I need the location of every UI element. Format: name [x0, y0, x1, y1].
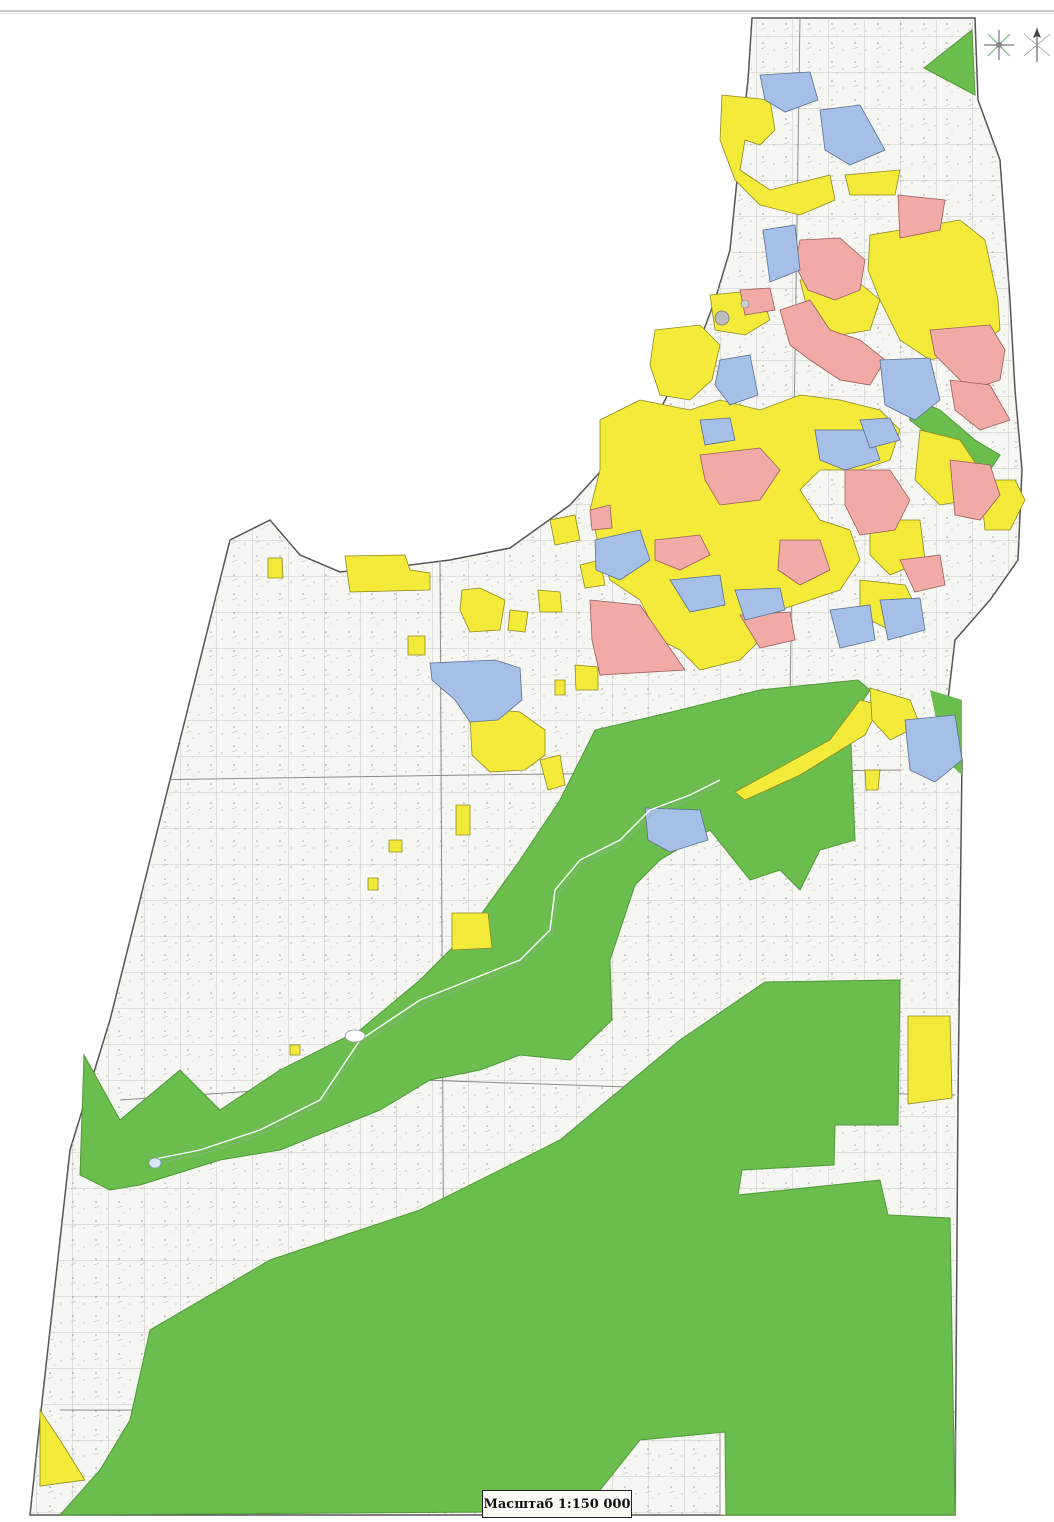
compass-rose-icon	[984, 30, 1014, 60]
settlement-marker	[740, 299, 750, 309]
top-border-line	[0, 10, 1054, 12]
settlement-marker	[714, 310, 730, 326]
pink-zones[interactable]	[589, 194, 1011, 676]
green-zone-northeast[interactable]	[923, 29, 976, 96]
north-arrow-icon	[1023, 28, 1051, 62]
scale-label: Масштаб 1:150 000	[482, 1490, 632, 1518]
river-outline	[151, 783, 723, 1165]
blue-zones[interactable]	[429, 71, 963, 853]
lake	[148, 1157, 162, 1169]
green-zone-south[interactable]	[58, 979, 956, 1516]
lake-small	[344, 1029, 366, 1043]
top-border-line-secondary	[0, 13, 1054, 14]
river	[149, 779, 721, 1161]
